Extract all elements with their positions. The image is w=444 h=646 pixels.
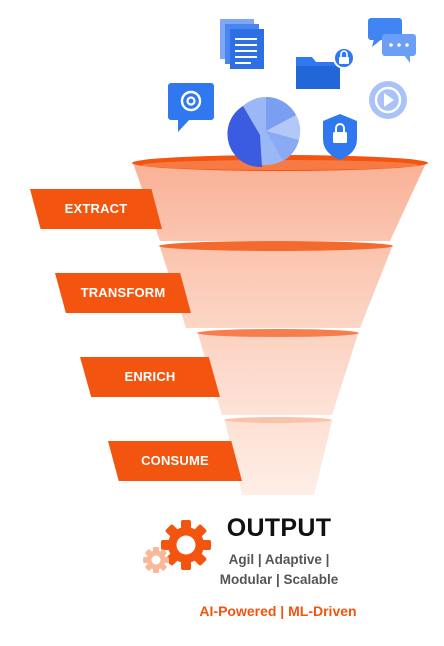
play-icon — [369, 81, 407, 119]
output-qualities-line-2: Modular | Scalable — [219, 572, 339, 587]
funnel-rim-2 — [159, 241, 393, 251]
funnel-segment-1 — [133, 163, 426, 241]
funnel-segment-4 — [225, 421, 332, 495]
funnel-rim-4 — [224, 417, 332, 423]
email-icon — [168, 83, 214, 132]
output-qualities-line-1: Agil | Adaptive | — [228, 552, 330, 567]
stage-label-text: ENRICH — [124, 369, 176, 384]
output-title: OUTPUT — [226, 514, 332, 542]
output-tagline: AI-Powered | ML-Driven — [199, 603, 357, 619]
funnel-rim-3 — [197, 329, 359, 337]
funnel-segment-2 — [160, 247, 392, 328]
stage-label-text: EXTRACT — [64, 201, 128, 216]
funnel-rim-top-inner — [142, 160, 418, 170]
stage-label-enrich: ENRICH — [80, 357, 220, 397]
stage-label-transform: TRANSFORM — [55, 273, 191, 313]
stage-label-extract: EXTRACT — [30, 189, 162, 229]
chat-icon — [368, 18, 416, 63]
pie-chart-icon — [227, 97, 301, 168]
funnel-segment-3 — [198, 334, 358, 415]
gear-icon — [161, 520, 211, 570]
stage-label-text: CONSUME — [141, 453, 209, 468]
funnel — [132, 155, 428, 495]
shield-lock-icon — [323, 114, 357, 160]
documents-icon — [220, 19, 264, 69]
small-gear-icon — [143, 547, 169, 573]
stage-label-consume: CONSUME — [108, 441, 242, 481]
folder-lock-icon — [296, 47, 355, 89]
stage-label-text: TRANSFORM — [80, 285, 166, 300]
